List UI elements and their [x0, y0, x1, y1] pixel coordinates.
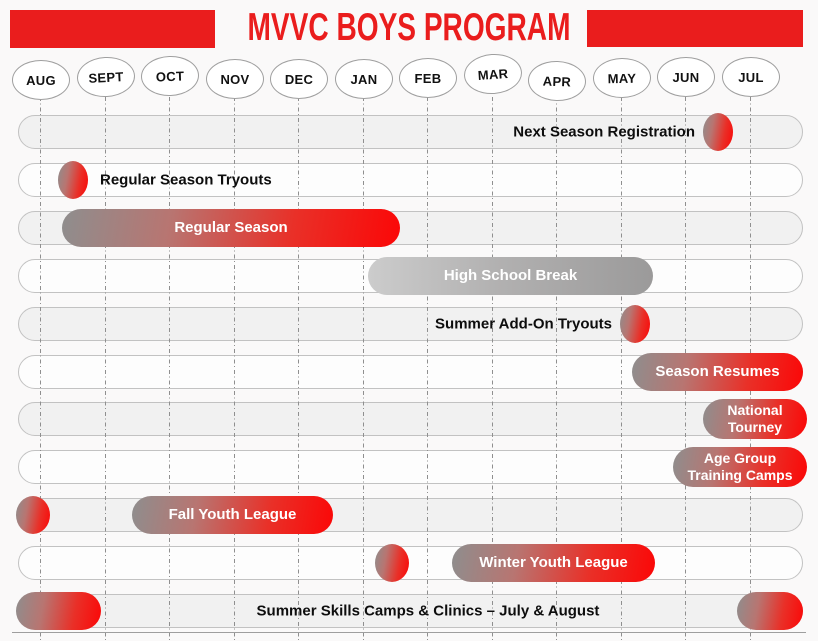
month-label: JUL: [738, 69, 764, 85]
month-label: JAN: [350, 71, 378, 87]
month-label: NOV: [220, 71, 250, 87]
month-label: OCT: [155, 68, 185, 84]
row-label: Next Season Registration: [513, 123, 695, 141]
title-banner-left: [10, 10, 215, 48]
month-pill-mar: MAR: [462, 52, 524, 96]
row-label: Summer Skills Camps & Clinics – July & A…: [256, 602, 600, 620]
event-dot: [703, 113, 733, 151]
month-label: FEB: [414, 70, 442, 86]
event-bar: [737, 592, 803, 630]
bar-label: Age Group Training Camps: [687, 450, 793, 483]
month-pill-apr: APR: [527, 60, 587, 102]
row-label: Regular Season Tryouts: [100, 171, 272, 189]
month-label: JUN: [672, 69, 700, 85]
row-label: Summer Add-On Tryouts: [435, 315, 612, 333]
timeline-row: [18, 402, 803, 436]
month-pill-may: MAY: [592, 57, 652, 99]
month-pill-feb: FEB: [399, 58, 457, 98]
month-gridline: [169, 97, 170, 641]
event-dot: [375, 544, 409, 582]
month-gridline: [105, 97, 106, 641]
timeline-row: [18, 163, 803, 197]
month-label: MAY: [607, 70, 637, 86]
bar-label: Fall Youth League: [168, 506, 297, 523]
month-label: APR: [542, 73, 572, 89]
event-bar: Fall Youth League: [132, 496, 333, 534]
event-dot: [58, 161, 88, 199]
month-gridline: [40, 97, 41, 641]
month-pill-sept: SEPT: [75, 55, 137, 99]
month-label: AUG: [26, 72, 56, 88]
month-pill-jul: JUL: [722, 57, 780, 97]
event-dot: [620, 305, 650, 343]
timeline-row: [18, 307, 803, 341]
event-bar: Winter Youth League: [452, 544, 655, 582]
month-pill-jan: JAN: [335, 59, 393, 99]
month-pill-oct: OCT: [140, 55, 200, 97]
month-pill-dec: DEC: [270, 59, 328, 99]
month-gridline: [427, 97, 428, 641]
month-label: SEPT: [88, 68, 124, 86]
bar-label: Season Resumes: [655, 363, 780, 380]
month-label: MAR: [477, 65, 509, 83]
bar-label: National Tourney: [727, 402, 783, 435]
event-dot: [16, 496, 50, 534]
axis-baseline: [12, 632, 806, 633]
event-bar: National Tourney: [703, 399, 807, 439]
title-banner-right: [587, 10, 803, 47]
event-bar: High School Break: [368, 257, 653, 295]
month-pill-jun: JUN: [657, 57, 715, 97]
month-pill-nov: NOV: [206, 59, 264, 99]
month-pill-aug: AUG: [12, 60, 70, 100]
event-bar: Age Group Training Camps: [673, 447, 807, 487]
event-bar: Regular Season: [62, 209, 400, 247]
timeline-row: [18, 546, 803, 580]
month-gridline: [298, 97, 299, 641]
event-bar: [16, 592, 101, 630]
bar-label: High School Break: [443, 267, 578, 284]
page-title: MVVC BOYS PROGRAM: [247, 6, 571, 49]
month-gridline: [492, 97, 493, 641]
bar-label: Winter Youth League: [479, 554, 628, 571]
timeline-row: [18, 450, 803, 484]
timeline-row: [18, 115, 803, 149]
month-gridline: [234, 97, 235, 641]
month-gridline: [363, 97, 364, 641]
timeline-row: [18, 594, 803, 628]
event-bar: Season Resumes: [632, 353, 803, 391]
bar-label: Regular Season: [174, 219, 288, 236]
month-label: DEC: [284, 71, 314, 87]
month-gridline: [556, 97, 557, 641]
month-gridline: [621, 97, 622, 641]
